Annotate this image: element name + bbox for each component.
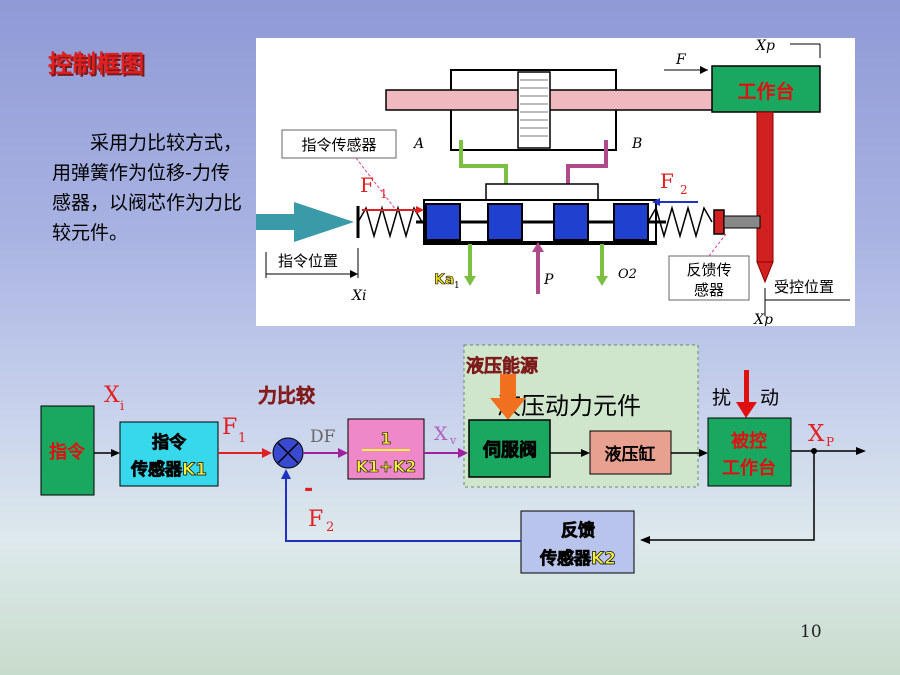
- cylinder-block: [589, 430, 672, 475]
- page-number: 10: [800, 622, 822, 642]
- xi-label: Xi: [351, 288, 366, 304]
- mechanism-svg: 工作台 Xp F A B 指令传感器 F 1 F 2 Ka: [256, 38, 850, 328]
- ka-label: Ka: [434, 272, 454, 288]
- minus-sign: -: [304, 477, 313, 502]
- xp-bottom-label: Xp: [753, 312, 773, 326]
- bd-xp-sub: P: [826, 435, 834, 449]
- worktable-label: 工作台: [737, 80, 794, 103]
- fb-sensor-line2: 感器: [694, 281, 724, 299]
- feedback-pointer: [756, 261, 774, 284]
- mech-f1-sub: 1: [380, 187, 388, 201]
- mech-f1-base: F: [360, 173, 374, 197]
- spool-land-3: [553, 203, 589, 241]
- cmd-sensor-k1-block: [119, 421, 219, 487]
- worktable-block: [711, 65, 821, 113]
- cmd-sensor-k1-line2: 传感器K1: [130, 459, 207, 480]
- port-p-label: P: [543, 272, 554, 288]
- bd-f2-sub: 2: [326, 520, 334, 535]
- o1-sub: 1: [454, 281, 460, 291]
- gain-numerator: 1: [380, 429, 391, 448]
- feedback-rod: [756, 111, 774, 263]
- slide-description: 采用力比较方式，用弹簧作为位移-力传感器，以阀芯作为力比较元件。: [52, 132, 243, 244]
- controlled-table-line1: 被控: [731, 430, 767, 452]
- port-a-label: A: [412, 136, 424, 152]
- spool-land-2: [487, 203, 523, 241]
- fb-sensor-line1: 反馈传: [686, 261, 731, 279]
- command-input-arrow: [256, 214, 296, 230]
- piston-rod: [385, 89, 717, 111]
- controlled-position-label: 受控位置: [774, 278, 834, 296]
- xp-top-label: Xp: [755, 38, 775, 54]
- pipe-b: [566, 140, 608, 186]
- port-o2-label: O2: [618, 267, 637, 282]
- force-f-label: F: [675, 52, 687, 68]
- bd-xp-base: X: [808, 421, 825, 447]
- hydraulic-source-label: 液压能源: [466, 355, 538, 377]
- cmd-sensor-k1-line1: 指令: [152, 432, 187, 453]
- command-block: [40, 405, 95, 496]
- bd-xi-base: X: [104, 383, 120, 408]
- force-compare-label: 力比较: [258, 384, 315, 407]
- fb-sensor-k2-line1: 反馈: [561, 520, 595, 541]
- energy-arrow: [490, 398, 526, 420]
- piston: [517, 71, 551, 149]
- bd-xv-base: X: [434, 423, 448, 445]
- controlled-table-line2: 工作台: [722, 457, 776, 479]
- slide-title: 控制框图: [48, 50, 144, 78]
- power-unit-label: 液压动力元件: [497, 392, 641, 420]
- cmd-position-label: 指令位置: [278, 252, 338, 270]
- servo-valve-block: [468, 419, 551, 478]
- bd-xi-sub: i: [120, 399, 124, 414]
- fb-sensor-box: [668, 255, 750, 301]
- gain-denominator: K1+K2: [356, 457, 416, 476]
- feedback-spring: [647, 205, 713, 239]
- mech-f2-base: F: [660, 169, 674, 193]
- fb-sensor-k2-block: [520, 510, 635, 574]
- command-label: 指令: [49, 441, 86, 463]
- bd-f2-base: F: [308, 507, 323, 532]
- command-spring: [357, 205, 423, 239]
- disturbance-arrow: [744, 370, 749, 404]
- bd-f1-sub: 1: [238, 431, 246, 446]
- port-b-label: B: [631, 136, 642, 152]
- controlled-table-block: [707, 417, 792, 487]
- cmd-sensor-label: 指令传感器: [301, 136, 376, 154]
- bd-f1-base: F: [222, 415, 237, 440]
- servo-valve-label: 伺服阀: [482, 439, 537, 461]
- mechanism-diagram: 工作台 Xp F A B 指令传感器 F 1 F 2 Ka: [256, 38, 855, 328]
- df-label: DF: [310, 427, 336, 447]
- mech-f2-sub: 2: [680, 183, 688, 197]
- cmd-sensor-box: [281, 129, 397, 159]
- spool-land-1: [425, 203, 461, 241]
- spool-land-4: [613, 203, 649, 241]
- block-diagram: 液压能源 液压动力元件 X i 力比较 指令 指令 传感器K1 F 1 DF 1…: [40, 344, 866, 574]
- disturbance-label-1: 扰: [712, 387, 731, 409]
- disturbance-label-2: 动: [760, 387, 779, 409]
- pipe-a: [459, 140, 508, 186]
- bd-xv-sub: v: [449, 434, 457, 447]
- cylinder-label: 液压缸: [605, 444, 656, 465]
- fb-sensor-k2-line2: 传感器K2: [539, 548, 616, 569]
